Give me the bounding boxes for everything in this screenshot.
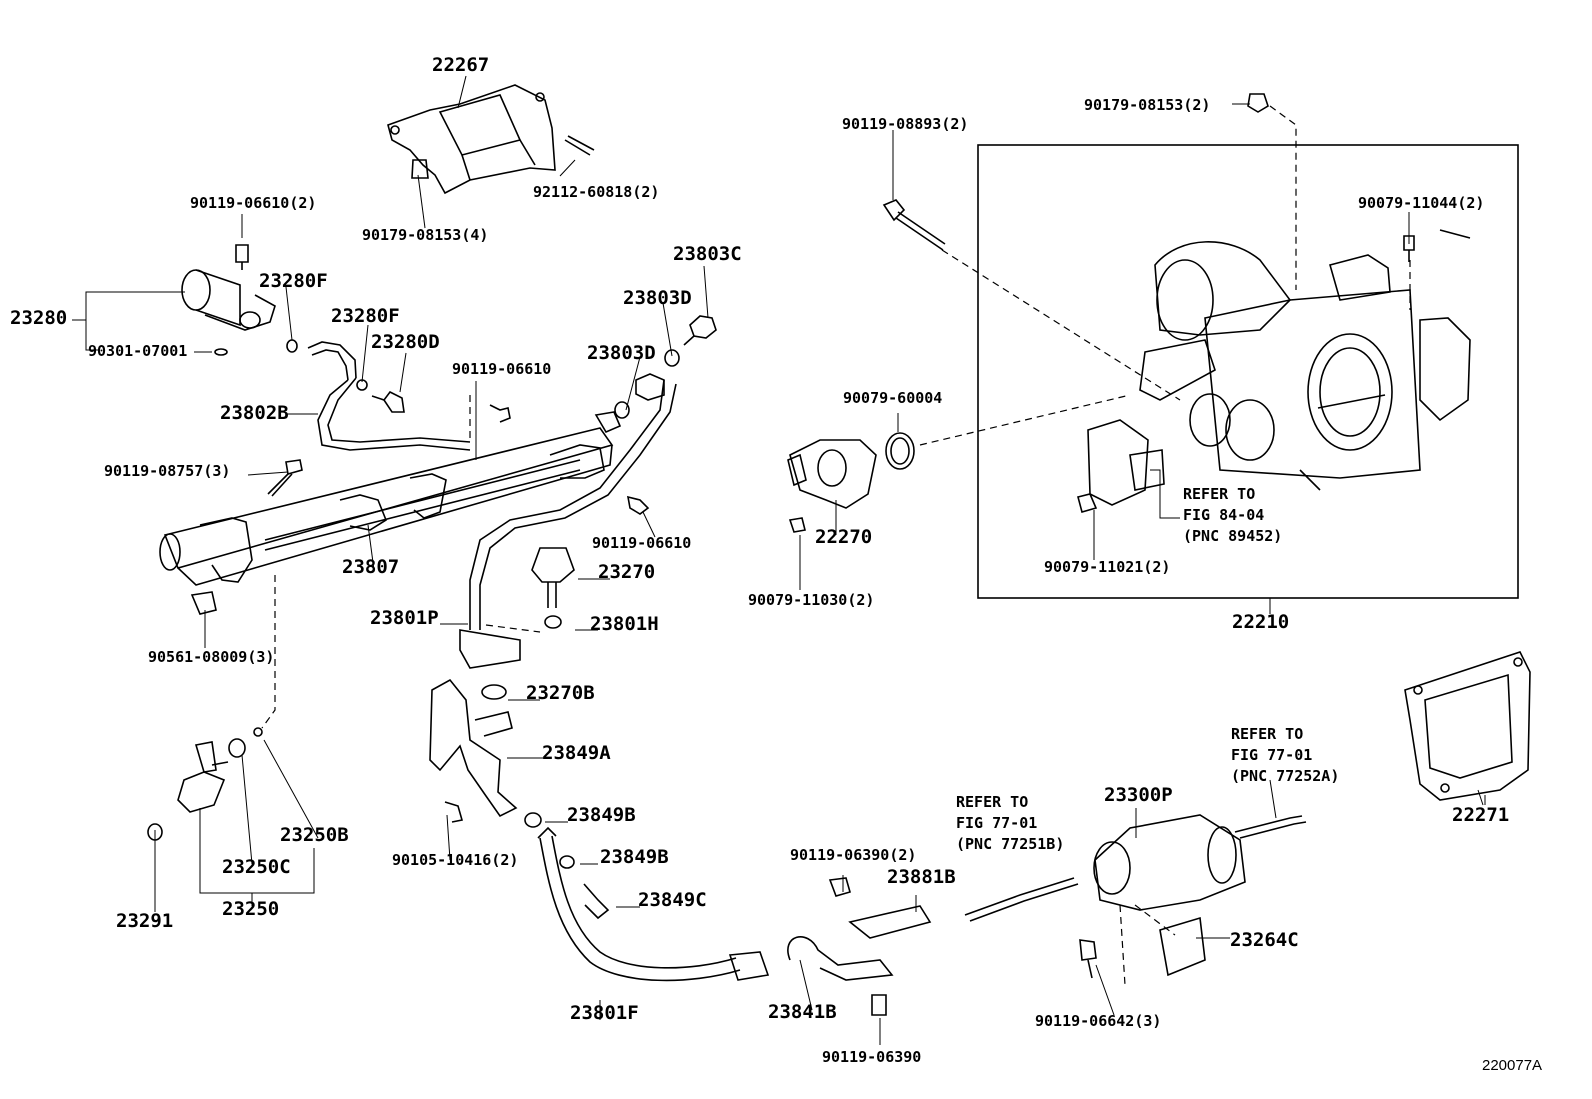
note-refer-fig-77-01-a: REFER TO FIG 77-01 (PNC 77252A)	[1231, 724, 1339, 787]
label-23291: 23291	[116, 910, 174, 932]
fuel-rail-23807	[159, 411, 622, 586]
note-line: (PNC 77252A)	[1231, 767, 1340, 785]
label-90119-06642: 90119-06642(3)	[1035, 1012, 1162, 1030]
label-23300P: 23300P	[1104, 784, 1173, 806]
label-23280F-lower: 23280F	[331, 305, 400, 327]
pipe-23801P	[459, 315, 717, 669]
throttle-position-sensor	[1077, 419, 1165, 513]
label-23270B: 23270B	[526, 682, 595, 704]
bolt-90119-08893	[882, 199, 946, 251]
screw-90079-11044	[1403, 235, 1415, 262]
label-23841B: 23841B	[768, 1001, 837, 1023]
note-refer-fig-77-01-b: REFER TO FIG 77-01 (PNC 77251B)	[956, 792, 1064, 855]
label-90119-08757: 90119-08757(3)	[104, 462, 231, 480]
note-line: REFER TO	[1231, 725, 1304, 743]
note-line: REFER TO	[956, 793, 1029, 811]
label-90179-08153-4: 90179-08153(4)	[362, 226, 489, 244]
pressure-regulator-23280	[181, 244, 276, 356]
label-90079-11030: 90079-11030(2)	[748, 591, 875, 609]
label-22270: 22270	[815, 526, 873, 548]
note-line: FIG 77-01	[956, 814, 1038, 832]
label-23803D-upper: 23803D	[623, 287, 692, 309]
nut-90179-08153	[1247, 93, 1269, 113]
note-line: REFER TO	[1183, 485, 1256, 503]
note-line: FIG 77-01	[1231, 746, 1313, 764]
label-23801F: 23801F	[570, 1002, 639, 1024]
label-22271: 22271	[1452, 804, 1510, 826]
note-line: FIG 84-04	[1183, 506, 1265, 524]
label-22210: 22210	[1232, 611, 1290, 633]
label-23803D-lower: 23803D	[587, 342, 656, 364]
label-23264C: 23264C	[1230, 929, 1299, 951]
label-23807: 23807	[342, 556, 400, 578]
leader-lines	[72, 75, 1486, 1045]
label-90179-08153-2: 90179-08153(2)	[1084, 96, 1211, 114]
label-90301-07001: 90301-07001	[88, 342, 188, 360]
note-line: (PNC 89452)	[1183, 527, 1283, 545]
iac-valve-22270	[787, 432, 915, 533]
label-90119-06390: 90119-06390	[822, 1048, 922, 1066]
label-90119-06390-2: 90119-06390(2)	[790, 846, 917, 864]
bracket-23849A	[429, 678, 610, 920]
cables	[964, 815, 1307, 922]
label-90079-11044: 90079-11044(2)	[1358, 194, 1485, 212]
label-23849A: 23849A	[542, 742, 611, 764]
label-90119-06610-2: 90119-06610(2)	[190, 194, 317, 212]
bracket-22267	[387, 84, 595, 195]
label-23280D: 23280D	[371, 331, 440, 353]
label-23250B: 23250B	[280, 824, 349, 846]
clamp-23841B	[787, 877, 932, 1016]
motor-23300P	[1079, 814, 1246, 979]
note-refer-fig-84-04: REFER TO FIG 84-04 (PNC 89452)	[1183, 484, 1282, 547]
label-23280: 23280	[10, 307, 68, 329]
label-23849B-upper: 23849B	[567, 804, 636, 826]
label-23802B: 23802B	[220, 402, 289, 424]
pipe-23802B	[286, 339, 471, 451]
label-23270: 23270	[598, 561, 656, 583]
label-90119-08893: 90119-08893(2)	[842, 115, 969, 133]
label-23801H: 23801H	[590, 613, 659, 635]
label-90105-10416: 90105-10416(2)	[392, 851, 519, 869]
label-23849C: 23849C	[638, 889, 707, 911]
hose-23801F	[537, 826, 770, 982]
label-22267: 22267	[432, 54, 490, 76]
figure-id: 220077A	[1482, 1057, 1543, 1074]
label-23250C: 23250C	[222, 856, 291, 878]
label-23280F-upper: 23280F	[259, 270, 328, 292]
label-90079-60004: 90079-60004	[843, 389, 943, 407]
throttle-body-22210	[1139, 229, 1471, 491]
label-23803C: 23803C	[673, 243, 742, 265]
label-23881B: 23881B	[887, 866, 956, 888]
label-90079-11021: 90079-11021(2)	[1044, 558, 1171, 576]
label-23849B-lower: 23849B	[600, 846, 669, 868]
throttle-body-box	[977, 144, 1519, 599]
label-90561-08009: 90561-08009(3)	[148, 648, 275, 666]
label-92112-60818: 92112-60818(2)	[533, 183, 660, 201]
small-bolts	[147, 404, 650, 841]
label-90119-06610-top: 90119-06610	[452, 360, 552, 378]
label-23250: 23250	[222, 898, 280, 920]
gasket-22271	[1404, 651, 1531, 801]
label-90119-06610-right: 90119-06610	[592, 534, 692, 552]
note-line: (PNC 77251B)	[956, 835, 1065, 853]
label-23801P: 23801P	[370, 607, 439, 629]
